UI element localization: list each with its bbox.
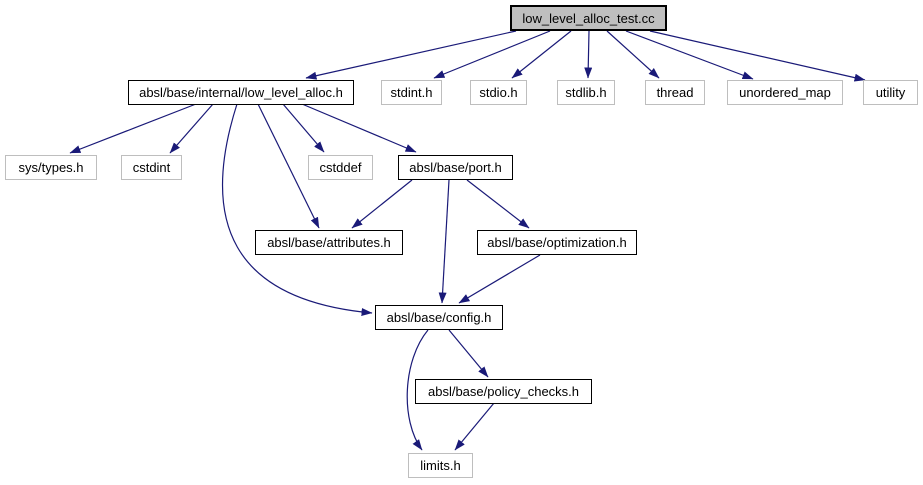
node-stdint-h: stdint.h [381,80,442,105]
edge-config-policy_checks [448,329,489,378]
edge-optimization-config [458,254,541,304]
node-port-h[interactable]: absl/base/port.h [398,155,513,180]
edge-config-limits [406,329,429,451]
edge-low_level_alloc-port [301,103,417,153]
edge-test-stdio [511,30,572,79]
node-config-h[interactable]: absl/base/config.h [375,305,503,330]
node-limits-h: limits.h [408,453,473,478]
edge-policy_checks-limits [454,402,495,451]
edge-test-unordered_map [625,30,754,80]
node-policy-checks-h[interactable]: absl/base/policy_checks.h [415,379,592,404]
node-attributes-h[interactable]: absl/base/attributes.h [255,230,403,255]
edge-test-utility [649,30,866,82]
edge-test-stdlib [584,30,593,79]
node-stdlib-h: stdlib.h [557,80,615,105]
edge-port-attributes [351,179,413,229]
edge-test-thread [606,30,660,79]
node-low-level-alloc-h[interactable]: absl/base/internal/low_level_alloc.h [128,80,354,105]
edge-low_level_alloc-config [221,103,373,317]
node-utility: utility [863,80,918,105]
edge-test-stdint [433,30,551,79]
node-low-level-alloc-test-cc: low_level_alloc_test.cc [510,5,667,31]
node-sys-types-h: sys/types.h [5,155,97,180]
edge-test-low_level_alloc [305,30,517,80]
node-cstddef: cstddef [308,155,373,180]
edge-low_level_alloc-cstddef [282,103,325,153]
node-cstdint: cstdint [121,155,182,180]
node-thread: thread [645,80,705,105]
edge-low_level_alloc-attributes [257,103,320,229]
edge-low_level_alloc-sys_types [69,103,197,154]
edge-low_level_alloc-cstdint [169,103,214,154]
node-unordered-map: unordered_map [727,80,843,105]
node-stdio-h: stdio.h [470,80,527,105]
node-optimization-h[interactable]: absl/base/optimization.h [477,230,637,255]
edge-port-optimization [466,179,530,229]
edge-port-config [438,179,450,304]
